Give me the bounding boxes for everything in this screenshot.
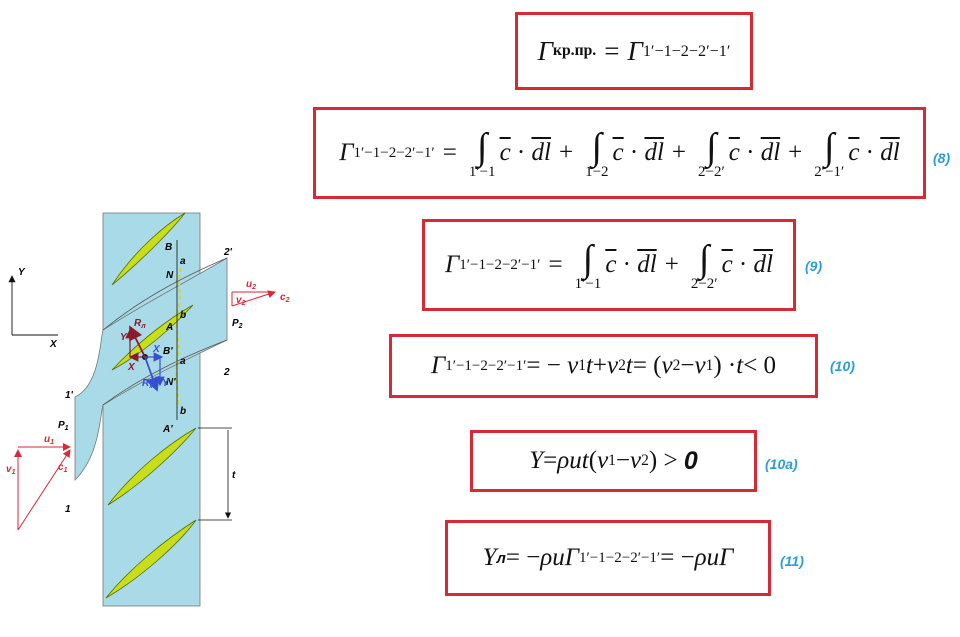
label-2-prime: 2' [223, 247, 233, 258]
equation-number-11: (11) [780, 553, 804, 569]
label-c2: c2 [280, 292, 290, 304]
label-X-w: X [152, 344, 161, 355]
gamma-symbol: Γ [627, 35, 643, 66]
label-P1: P1 [58, 420, 69, 432]
equals-sign: = [604, 35, 620, 66]
label-v1: v1 [6, 464, 16, 476]
integral-3: ∫2−2′ [698, 125, 725, 180]
integral-1: ∫1′−1 [468, 125, 496, 180]
label-c1: c1 [58, 462, 68, 474]
label-1: 1 [65, 504, 71, 515]
label-a-mid: a [180, 356, 186, 367]
integral-1: ∫1′−1 [574, 237, 602, 292]
equals-sign: = [442, 139, 457, 166]
integral-4: ∫2′−1′ [814, 125, 845, 180]
label-u1: u1 [44, 434, 54, 446]
c2-vector [231, 290, 276, 307]
blade-4 [105, 519, 197, 599]
vector-c: c [499, 139, 511, 166]
cascade-diagram: t B a N b A B' a N' b A' 1' 1 2' 2 P1 P2… [6, 212, 290, 607]
label-1-prime: 1' [65, 390, 74, 401]
label-A-prime: A' [162, 424, 173, 435]
subscript-contour: 1′−1−2−2′−1′ [353, 144, 435, 161]
x-axis-label: X [49, 339, 58, 350]
label-N-prime: N' [166, 377, 176, 388]
streamline-upper [102, 257, 228, 331]
pitch-label: t [232, 470, 236, 481]
equation-number-10: (10) [830, 358, 855, 374]
equation-number-8: (8) [933, 150, 951, 166]
label-B: B [165, 242, 172, 253]
label-b-top: b [180, 310, 186, 321]
blade-3 [107, 427, 197, 506]
equation-number-9: (9) [805, 258, 823, 274]
label-R-w: Rж [142, 378, 155, 390]
c1-vector [17, 449, 71, 531]
streamline-lower [102, 339, 228, 406]
label-B-prime: B' [163, 346, 173, 357]
subscript-contour: 1′−1−2−2′−1′ [642, 41, 731, 60]
blade-1 [111, 212, 186, 286]
subscript-kr-pr: кр.пр. [552, 42, 597, 59]
integral-2: ∫1−2 [585, 125, 609, 180]
vector-dl: dl [531, 139, 551, 166]
gamma-symbol: Γ [339, 139, 354, 166]
integral-2: ∫2−2′ [690, 237, 718, 292]
label-N: N [166, 270, 174, 281]
label-Y-l: Y [120, 332, 128, 343]
label-R-l: Rл [134, 318, 146, 330]
label-u2: u2 [246, 279, 256, 291]
gamma-symbol: Γ [537, 35, 553, 66]
label-a-top: a [180, 256, 186, 267]
label-P2: P2 [232, 318, 243, 330]
y-axis-label: Y [18, 267, 26, 278]
label-2: 2 [223, 367, 230, 378]
label-X-l: X [127, 362, 136, 373]
resultant-vector [144, 356, 160, 392]
label-Y-w: Y [162, 378, 170, 389]
label-b-bottom: b [180, 406, 186, 417]
flow-path [174, 267, 182, 409]
equation-number-10a: (10a) [765, 456, 798, 472]
label-v2: v2 [236, 295, 246, 307]
label-A: A [165, 322, 173, 333]
